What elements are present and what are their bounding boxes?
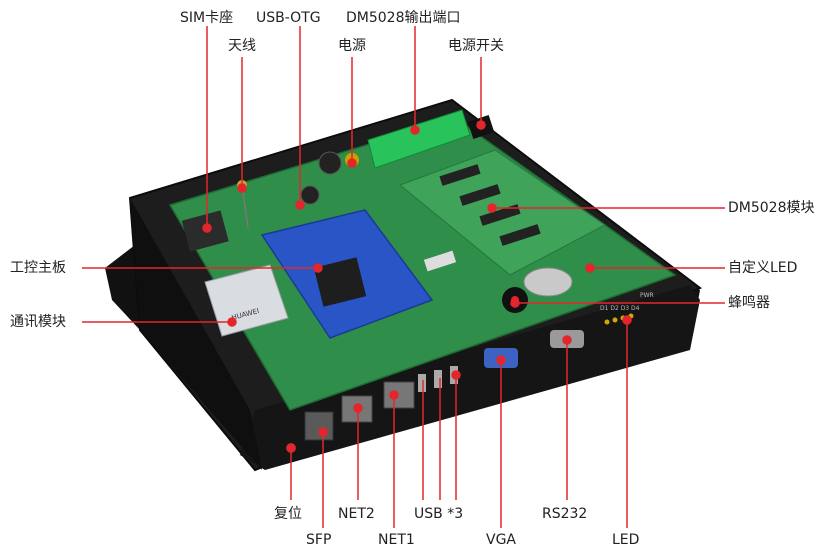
pwr-mark: PWR: [640, 292, 654, 299]
label-usb-otg: USB-OTG: [256, 10, 321, 26]
enclosure-flange-left: [105, 245, 140, 330]
leader-lines: [82, 26, 725, 528]
label-net2: NET2: [338, 506, 375, 522]
label-dm5028-module: DM5028模块: [728, 200, 815, 216]
enclosure-front-face: [240, 285, 700, 470]
comm-module: [204, 264, 289, 337]
capacitor-1: [318, 151, 342, 175]
usb-port-2: [434, 370, 442, 388]
label-net1: NET1: [378, 532, 415, 548]
label-custom-led: 自定义LED: [728, 260, 798, 276]
label-rs232: RS232: [542, 506, 588, 522]
label-main-board: 工控主板: [10, 260, 66, 276]
label-sfp: SFP: [306, 532, 332, 548]
capacitor-2: [300, 185, 320, 205]
ribbon-connector: [423, 250, 457, 272]
label-reset: 复位: [274, 506, 302, 522]
coin-battery: [523, 267, 573, 297]
label-usb3: USB *3: [414, 506, 464, 522]
label-vga: VGA: [486, 532, 517, 548]
label-buzzer: 蜂鸣器: [728, 295, 770, 311]
terminal-block: [367, 109, 471, 169]
label-power: 电源: [338, 38, 366, 54]
enclosure-left-face: [130, 198, 262, 470]
label-power-switch: 电源开关: [448, 38, 504, 54]
led-marks: D1 D2 D3 D4: [600, 305, 640, 312]
core-chip: [313, 257, 367, 307]
label-sim-slot: SIM卡座: [180, 10, 234, 26]
label-comm-module: 通讯模块: [10, 314, 66, 330]
label-dm5028-output: DM5028输出端口: [346, 10, 461, 26]
label-antenna: 天线: [228, 38, 256, 54]
usb-port-1: [418, 374, 426, 392]
label-led: LED: [612, 532, 640, 548]
sfp-port: [304, 411, 334, 441]
dm5028-chips: [439, 164, 541, 246]
net1-port: [383, 381, 415, 409]
